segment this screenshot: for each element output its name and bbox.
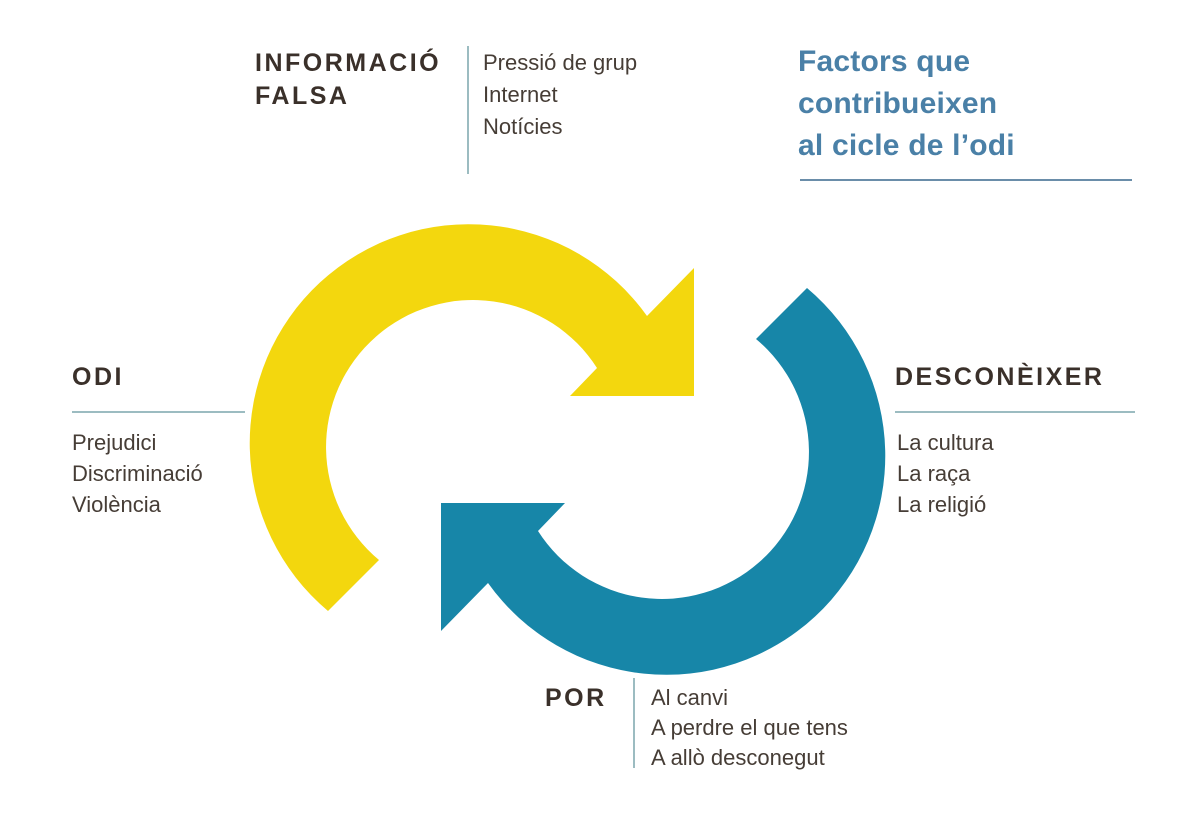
odi-item-list: Prejudici Discriminació Violència [72, 427, 203, 520]
title-line: Factors que [798, 45, 971, 78]
title-line: al cicle de l’odi [798, 129, 1015, 162]
yellow-cycle-arrow-icon [249, 224, 694, 611]
list-item: La raça [897, 461, 971, 486]
informacio-falsa-item-list: Pressió de grup Internet Notícies [483, 47, 637, 143]
heading-line: DESCONÈIXER [895, 363, 1105, 391]
list-item: La religió [897, 492, 987, 517]
page-title: Factors que contribueixen al cicle de l’… [798, 41, 1015, 167]
informacio-falsa-divider-line [467, 46, 469, 174]
blue-cycle-arrow-icon [441, 288, 886, 675]
section-heading-informacio-falsa: INFORMACIÓ FALSA [255, 47, 441, 113]
title-line: contribueixen [798, 87, 998, 120]
title-underline [800, 179, 1132, 181]
list-item: Notícies [483, 114, 563, 139]
list-item: La cultura [897, 430, 994, 455]
list-item: Internet [483, 82, 558, 107]
por-divider-line [633, 678, 635, 768]
desconeixer-underline [895, 411, 1135, 413]
desconeixer-item-list: La cultura La raça La religió [897, 427, 994, 520]
heading-line: FALSA [255, 82, 350, 110]
list-item: Al canvi [651, 685, 729, 710]
heading-line: ODI [72, 363, 124, 391]
section-heading-desconeixer: DESCONÈIXER [895, 361, 1104, 394]
list-item: A perdre el que tens [651, 715, 848, 740]
section-heading-odi: ODI [72, 361, 124, 394]
heading-line: POR [545, 684, 607, 712]
odi-underline [72, 411, 245, 413]
list-item: A allò desconegut [651, 745, 825, 770]
list-item: Violència [72, 492, 161, 517]
heading-line: INFORMACIÓ [255, 49, 442, 77]
list-item: Prejudici [72, 430, 157, 455]
section-heading-por: POR [545, 682, 607, 715]
list-item: Pressió de grup [483, 50, 638, 75]
por-item-list: Al canvi A perdre el que tens A allò des… [651, 683, 848, 773]
list-item: Discriminació [72, 461, 203, 486]
